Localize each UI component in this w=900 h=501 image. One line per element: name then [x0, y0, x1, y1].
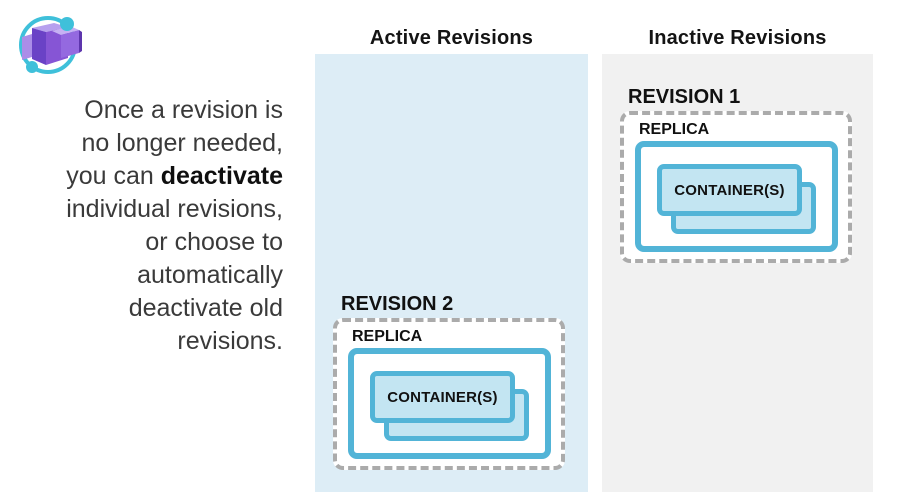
- revision-2-label: REVISION 2: [341, 293, 454, 315]
- active-revisions-title: Active Revisions: [369, 27, 534, 49]
- azure-container-apps-logo-icon: [19, 16, 82, 74]
- inactive-revisions-title: Inactive Revisions: [648, 27, 827, 49]
- revision-2-container-label: CONTAINER(S): [387, 388, 498, 406]
- intro-line: Once a revision is: [84, 96, 283, 124]
- revision-1-replica-box: CONTAINER(S): [635, 141, 838, 252]
- intro-line: deactivate old: [128, 294, 283, 322]
- revision-1-group: REVISION 1 REPLICA CONTAINER(S): [620, 86, 852, 263]
- revision-1-container-label: CONTAINER(S): [674, 181, 785, 199]
- revision-2-replica-box: CONTAINER(S): [348, 348, 551, 459]
- deactivate-emphasis: deactivate: [160, 162, 283, 190]
- intro-line: you can deactivate: [11, 160, 283, 193]
- revision-1-boundary: REPLICA CONTAINER(S): [620, 111, 852, 263]
- intro-line: no longer needed,: [81, 129, 283, 157]
- revision-2-container-box-front: CONTAINER(S): [370, 371, 515, 423]
- intro-line: individual revisions,: [66, 195, 283, 223]
- intro-line: or choose to: [145, 228, 283, 256]
- revision-1-label: REVISION 1: [628, 86, 741, 108]
- revision-1-container-box-front: CONTAINER(S): [657, 164, 802, 216]
- revision-1-replica-label: REPLICA: [639, 121, 710, 138]
- revision-2-replica-label: REPLICA: [352, 328, 423, 345]
- revision-2-group: REVISION 2 REPLICA CONTAINER(S): [333, 293, 565, 470]
- intro-line: revisions.: [177, 327, 283, 355]
- revision-2-boundary: REPLICA CONTAINER(S): [333, 318, 565, 470]
- intro-line: automatically: [137, 261, 283, 289]
- orbit-dot-bottom: [26, 61, 38, 73]
- intro-text: Once a revision is no longer needed, you…: [11, 94, 283, 358]
- intro-line-pre: you can: [66, 162, 161, 190]
- orbit-dot-top: [60, 17, 74, 31]
